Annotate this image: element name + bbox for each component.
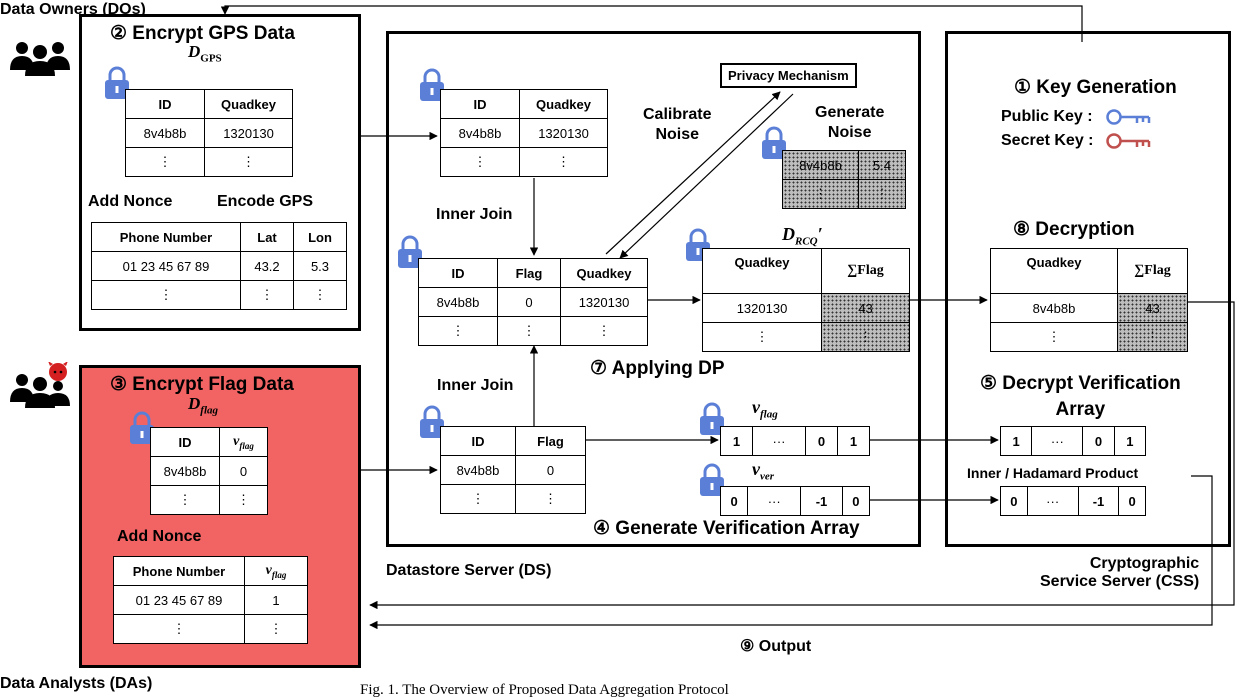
step-7-label: ⑦ Applying DP <box>590 358 725 379</box>
hadamard-label: Inner / Hadamard Product <box>967 465 1139 481</box>
step-9-label: ⑨ Output <box>740 638 812 655</box>
step-2-label: ② Encrypt GPS Data <box>110 23 295 44</box>
privacy-mechanism-box: Privacy Mechanism <box>720 63 857 88</box>
secret-key-icon <box>1106 133 1151 149</box>
lock-icon <box>762 126 786 159</box>
secret-key-label: Secret Key : <box>1001 132 1094 149</box>
inner-join-label-2: Inner Join <box>437 377 514 394</box>
step-3-label: ③ Encrypt Flag Data <box>110 374 294 395</box>
v-flag-label: vflag <box>752 397 778 421</box>
data-owners-label: Data Owners (DOs) <box>0 1 146 18</box>
calibrate-noise-arrow-down <box>619 93 794 259</box>
step-4-label: ④ Generate Verification Array <box>593 518 860 539</box>
lock-icon <box>130 411 154 444</box>
figure-caption: Fig. 1. The Overview of Proposed Data Ag… <box>360 682 729 698</box>
lock-icon <box>420 68 444 101</box>
add-nonce-label: Add Nonce <box>88 193 173 210</box>
add-nonce-flag-label: Add Nonce <box>117 528 202 545</box>
people-icon <box>10 42 70 76</box>
calibrate-noise-arrow-up <box>605 91 781 255</box>
step-8-label: ⑧ Decryption <box>1013 219 1135 240</box>
lock-icon <box>398 235 422 268</box>
data-analysts-label: Data Analysts (DAs) <box>0 675 153 692</box>
key-distribution-arrow <box>220 5 1083 42</box>
lock-icon <box>700 402 724 435</box>
datastore-server-label: Datastore Server (DS) <box>386 562 552 579</box>
malicious-people-icon <box>10 362 70 408</box>
lock-icon <box>700 463 724 496</box>
d-flag-label: Dflag <box>188 394 219 417</box>
output-arrow-2 <box>369 475 1213 630</box>
step-1-label: ① Key Generation <box>1014 77 1177 98</box>
public-key-icon <box>1106 109 1151 125</box>
datastore-server-box <box>386 31 921 547</box>
d-rcq-label: DRCQ′ <box>782 224 823 248</box>
inner-join-label-1: Inner Join <box>436 206 513 223</box>
crypto-service-server-box <box>945 31 1231 547</box>
v-ver-label: vver <box>752 459 775 483</box>
lock-icon <box>105 66 129 99</box>
d-gps-label: DGPS <box>188 42 222 65</box>
lock-icon <box>420 405 444 438</box>
public-key-label: Public Key : <box>1001 108 1093 125</box>
output-arrow-1 <box>369 301 1235 610</box>
encode-gps-label: Encode GPS <box>217 193 314 210</box>
